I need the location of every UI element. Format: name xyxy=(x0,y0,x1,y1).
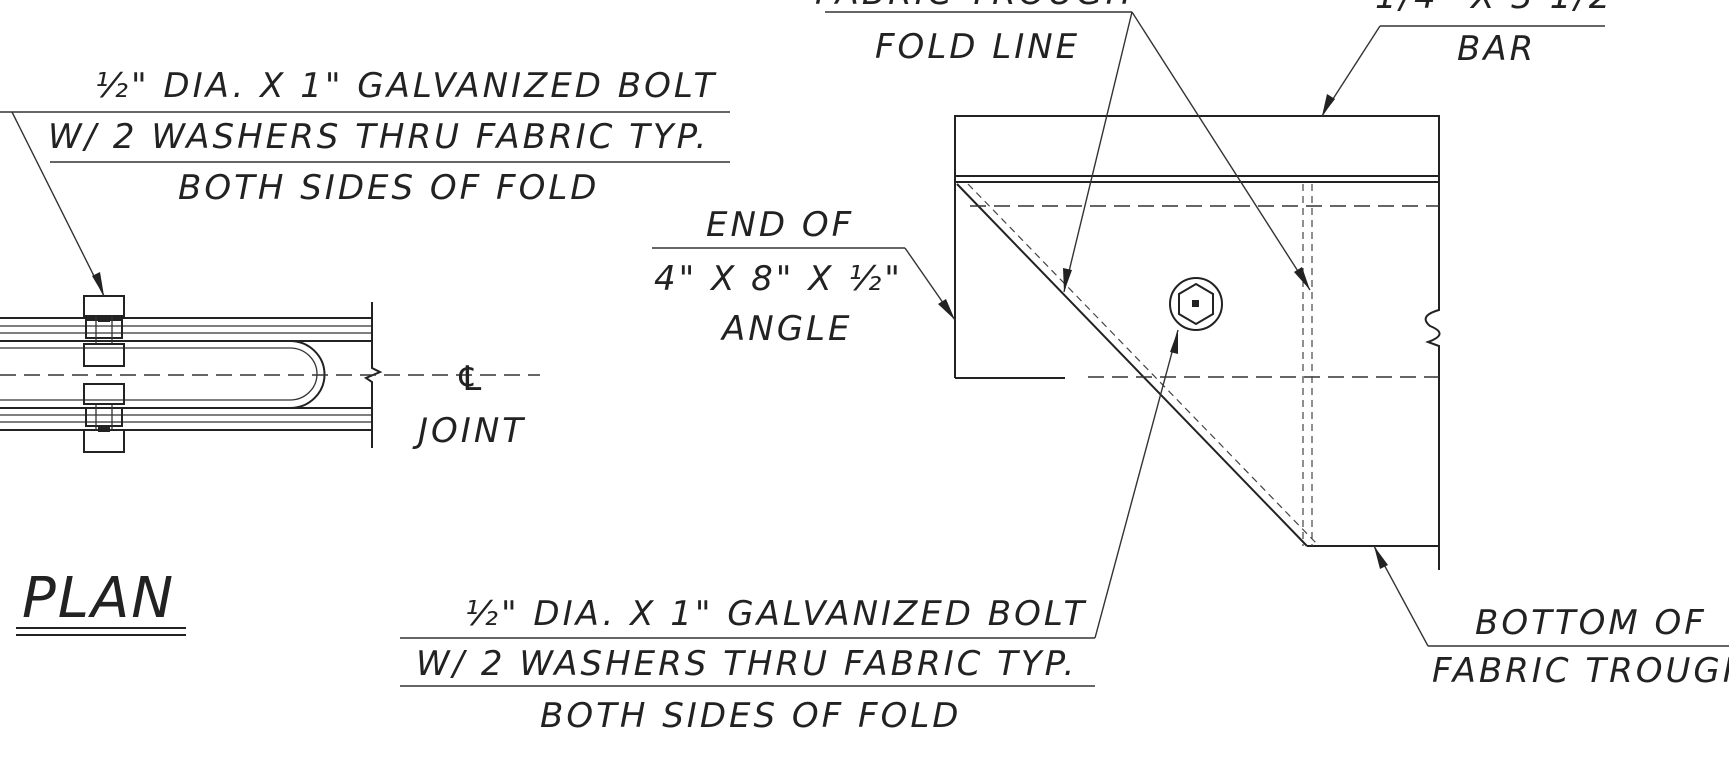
bar-note-line1: 1/4" X 3 1/2" xyxy=(1375,0,1632,17)
plan-bolt xyxy=(83,295,125,367)
bar-outline xyxy=(954,115,1440,177)
plan-bolt-leader xyxy=(11,111,105,297)
section-view: FABRIC TROUGH FOLD LINE 1/4" X 3 1/2" BA… xyxy=(400,0,1729,736)
right-edge-break xyxy=(1424,116,1441,570)
plan-bolt xyxy=(83,383,125,453)
section-bolt-note-line1: ½" DIA. X 1" GALVANIZED BOLT xyxy=(465,594,1087,634)
section-bolt-leader xyxy=(1094,329,1179,639)
plan-view-title: PLAN xyxy=(22,566,175,631)
bottom-note-line2: FABRIC TROUGH xyxy=(1432,651,1729,691)
section-bolt-note-line2: W/ 2 WASHERS THRU FABRIC TYP. xyxy=(416,644,1077,684)
centerline-symbol: ℄ xyxy=(455,359,488,399)
angle-note-line1: END OF xyxy=(706,205,854,245)
fold-note-leader-2 xyxy=(1131,11,1311,291)
section-bolt xyxy=(1169,277,1223,331)
angle-note-line3: ANGLE xyxy=(720,309,852,349)
fold-note-line1: FABRIC TROUGH xyxy=(815,0,1134,13)
fabric-layers xyxy=(0,317,372,431)
bar-note-line2: BAR xyxy=(1457,29,1536,69)
fold-note-leader-1 xyxy=(1063,11,1133,293)
bottom-note-line1: BOTTOM OF xyxy=(1475,603,1707,643)
section-bolt-note-line3: BOTH SIDES OF FOLD xyxy=(540,696,961,736)
plan-bolt-note-line1: ½" DIA. X 1" GALVANIZED BOLT xyxy=(95,66,717,106)
plan-bolt-note-line3: BOTH SIDES OF FOLD xyxy=(178,168,599,208)
plan-view: ½" DIA. X 1" GALVANIZED BOLT W/ 2 WASHER… xyxy=(0,66,730,636)
fold-note-line2: FOLD LINE xyxy=(875,27,1080,67)
plan-bolt-note-line2: W/ 2 WASHERS THRU FABRIC TYP. xyxy=(48,117,709,157)
joint-label: JOINT xyxy=(412,411,526,451)
angle-note-line2: 4" X 8" X ½" xyxy=(654,259,903,299)
fold-line xyxy=(956,183,1308,547)
